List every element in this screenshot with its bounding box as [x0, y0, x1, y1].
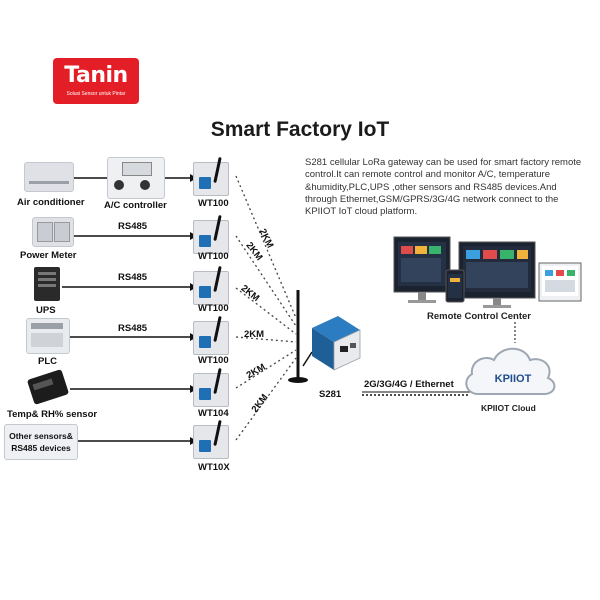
lora-node-4 [193, 315, 229, 355]
network-label: 2G/3G/4G / Ethernet [364, 379, 454, 390]
lora-node-5 [193, 367, 229, 407]
air-conditioner-icon [24, 162, 74, 192]
distance-label-4: 2KM [244, 329, 265, 340]
brand-name: Tanin [64, 63, 128, 88]
power-meter-icon [32, 217, 74, 247]
plc-icon [26, 318, 70, 354]
monitor-center-icon [458, 241, 536, 308]
lora-node-2 [193, 214, 229, 254]
node-label-2: WT100 [198, 251, 229, 262]
lora-node-1 [193, 156, 229, 196]
diagram-title: Smart Factory IoT [210, 118, 390, 141]
node-label-1: WT100 [198, 198, 229, 209]
other-sensors-box: Other sensors& RS485 devices [4, 424, 78, 460]
lora-link-2 [235, 235, 297, 327]
ac-controller-icon [107, 157, 165, 199]
node-body-icon [199, 177, 211, 189]
rs485-label-1: RS485 [118, 221, 148, 232]
node-body-icon [199, 440, 211, 452]
gateway-device [312, 316, 361, 371]
brand-tagline: Solusi Sensor untuk Pintar [66, 91, 126, 97]
lora-link-6 [235, 357, 297, 441]
node-label-4: WT100 [198, 355, 229, 366]
node-label-5: WT104 [198, 408, 229, 419]
plc-label: PLC [38, 356, 57, 367]
antenna-base [288, 377, 308, 383]
gateway-label: S281 [319, 389, 342, 400]
rs485-label-2: RS485 [118, 272, 148, 283]
monitor-left-icon [393, 236, 451, 303]
air-conditioner-label: Air conditioner [17, 197, 85, 208]
cloud-brand: KPIIOT [494, 373, 532, 385]
node-body-icon [199, 336, 211, 348]
tablet-icon [445, 269, 465, 303]
brand-logo: Tanin Solusi Sensor untuk Pintar [53, 58, 139, 104]
node-body-icon [199, 388, 211, 400]
diagram-description: S281 cellular LoRa gateway can be used f… [305, 157, 582, 218]
lora-node-6 [193, 419, 229, 459]
node-body-icon [199, 235, 211, 247]
node-body-icon [199, 286, 211, 298]
lora-node-3 [193, 265, 229, 305]
temp-sensor-label: Temp& RH% sensor [7, 409, 98, 420]
node-label-6: WT10X [198, 462, 230, 473]
ups-label: UPS [36, 305, 56, 316]
lora-link-5 [235, 349, 297, 389]
antenna-cable [302, 351, 313, 367]
node-label-3: WT100 [198, 303, 229, 314]
other-sensors-label: Other sensors& RS485 devices [9, 431, 73, 453]
rs485-label-3: RS485 [118, 323, 148, 334]
cloud-label: KPIIOT Cloud [481, 403, 536, 413]
lora-link-4 [235, 336, 297, 343]
cloud-icon [465, 347, 556, 395]
lora-link-1 [235, 175, 297, 319]
power-meter-label: Power Meter [20, 250, 77, 261]
ac-controller-label: A/C controller [104, 200, 167, 211]
ups-icon [34, 267, 60, 301]
monitor-right-icon [538, 262, 582, 302]
remote-center-label: Remote Control Center [427, 311, 531, 322]
